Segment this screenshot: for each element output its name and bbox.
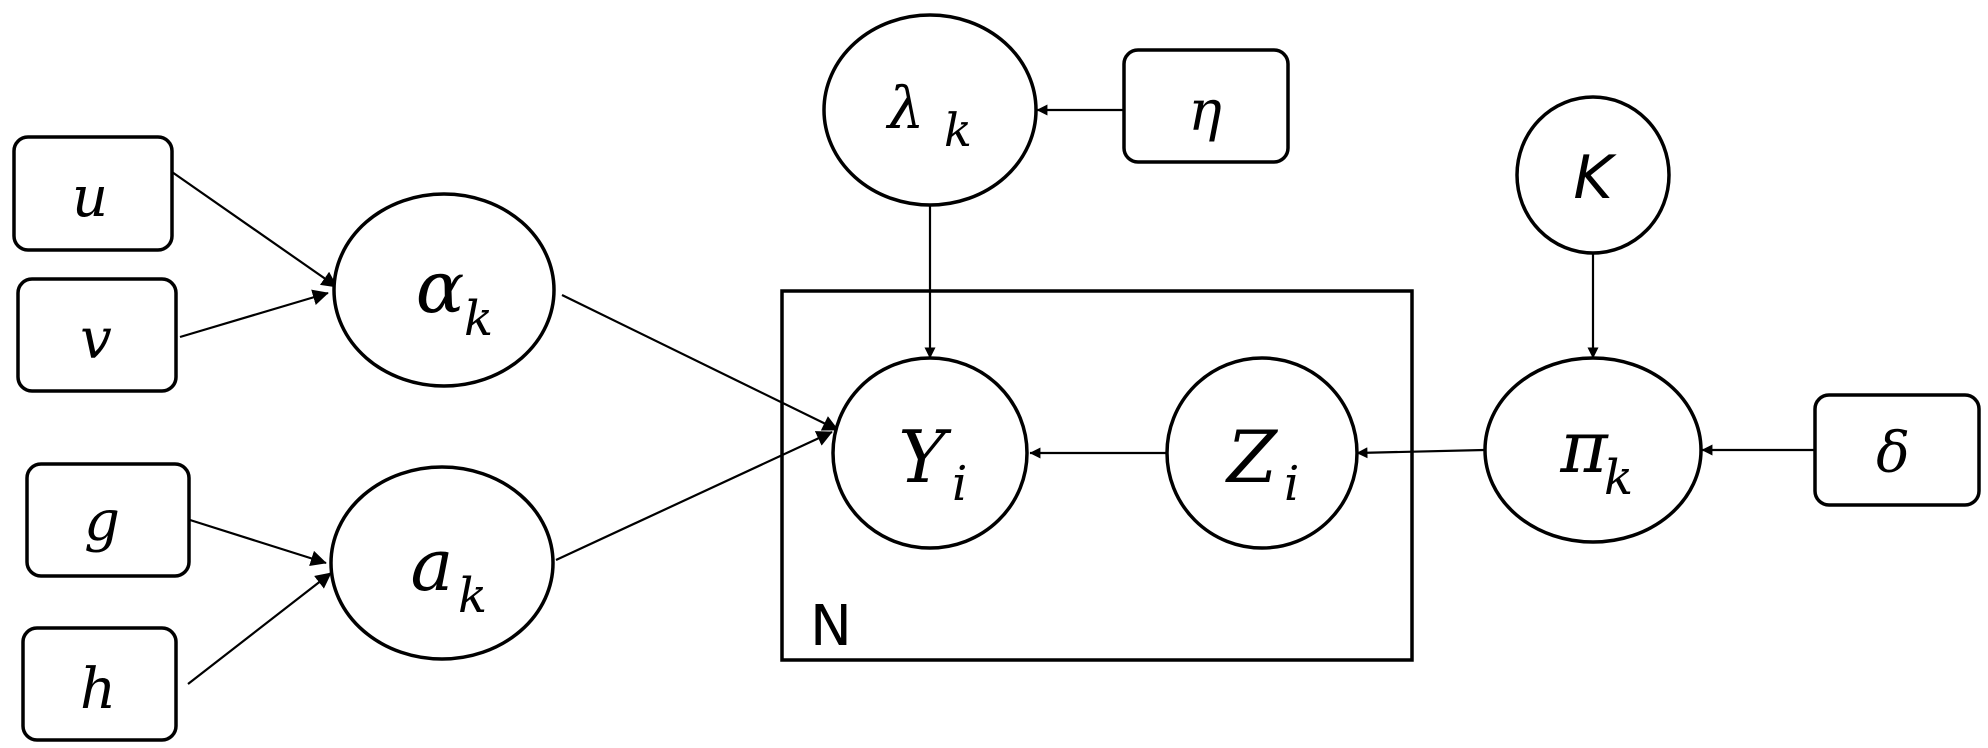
svg-text:α: α — [416, 245, 465, 329]
node-delta: δ — [1813, 393, 1981, 507]
plate-n — [780, 289, 1414, 662]
svg-text:a: a — [411, 523, 454, 607]
svg-text:i: i — [1284, 456, 1299, 512]
svg-text:π: π — [1559, 405, 1609, 489]
edge-pi-z — [1356, 447, 1485, 459]
svg-text:η: η — [1188, 79, 1222, 144]
edge-g-a — [189, 518, 327, 567]
edge-a-y — [555, 431, 833, 561]
svg-text:λ: λ — [886, 74, 925, 142]
edge-h-a — [187, 572, 332, 685]
svg-text:K: K — [1573, 143, 1617, 213]
node-K: K — [1515, 95, 1671, 255]
svg-text:g: g — [84, 489, 120, 554]
node-pi: π k — [1483, 356, 1703, 544]
svg-text:Y: Y — [898, 415, 952, 499]
node-u: u — [12, 135, 174, 252]
svg-text:k: k — [1604, 450, 1633, 506]
edge-v-alpha — [179, 289, 329, 339]
node-v: v — [16, 277, 178, 393]
svg-text:k: k — [944, 103, 972, 157]
svg-text:i: i — [952, 456, 967, 512]
svg-text:h: h — [80, 657, 116, 722]
node-g: g — [25, 462, 191, 578]
svg-text:k: k — [458, 568, 487, 624]
node-lambda: λ k — [822, 13, 1038, 207]
svg-text:u: u — [72, 165, 108, 230]
svg-text:Z: Z — [1225, 415, 1279, 499]
edge-alpha-y — [561, 294, 839, 431]
plate-label: N — [810, 594, 852, 659]
svg-text:k: k — [464, 291, 493, 347]
node-Y: Y i — [831, 356, 1029, 550]
edge-u-alpha — [171, 171, 338, 288]
node-Z: Z i — [1165, 356, 1359, 550]
node-a: a k — [329, 465, 555, 661]
node-h: h — [21, 626, 178, 742]
node-alpha: α k — [332, 192, 556, 388]
svg-text:δ: δ — [1876, 421, 1910, 486]
svg-text:v: v — [80, 307, 112, 372]
node-eta: η — [1122, 48, 1290, 164]
